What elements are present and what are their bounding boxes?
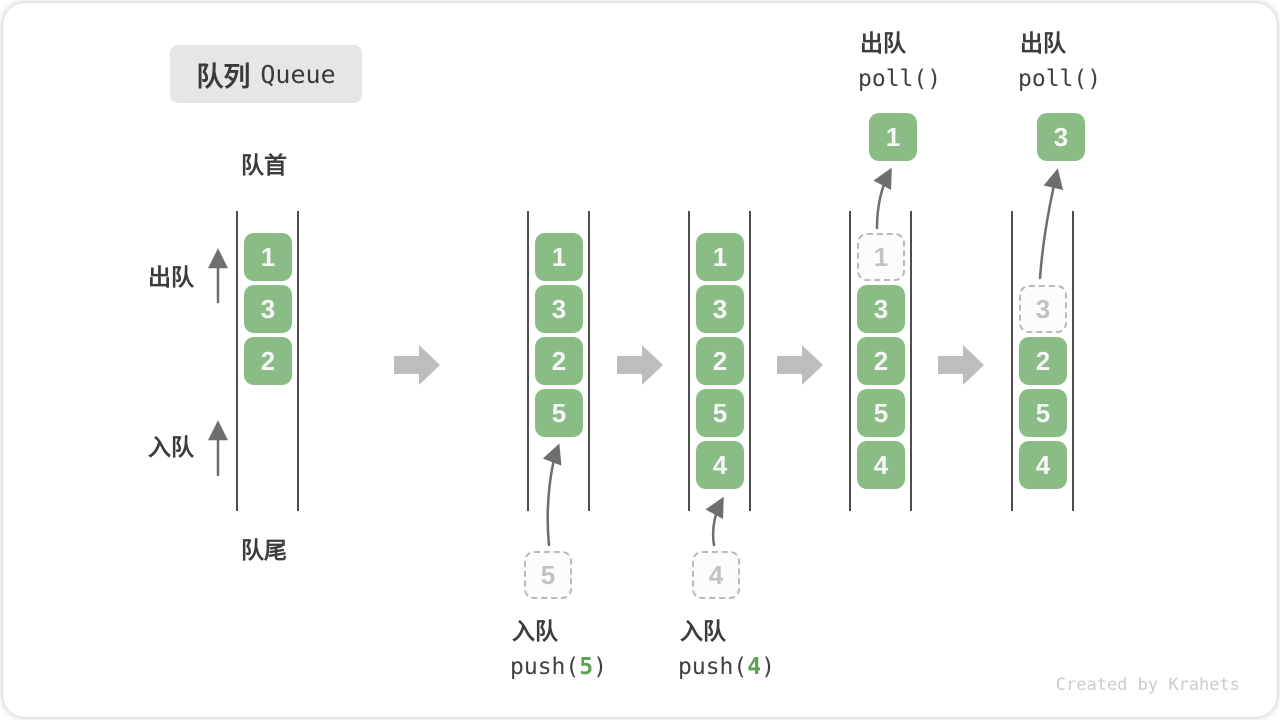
queue-cell: 2	[696, 337, 744, 385]
rail-right	[297, 211, 299, 511]
queue-cell: 5	[535, 389, 583, 437]
queue-cell: 1	[696, 233, 744, 281]
rail-right	[910, 211, 912, 511]
polled-cell: 1	[869, 113, 917, 161]
queue-cell: 5	[1019, 389, 1067, 437]
rail-left	[688, 211, 690, 511]
queue-cell: 1	[535, 233, 583, 281]
dequeue-op-label: 出队	[860, 30, 906, 56]
polled-cell: 3	[1037, 113, 1085, 161]
watermark: Created by Krahets	[1055, 675, 1240, 695]
title-zh: 队列	[196, 61, 251, 92]
dequeue-op-label: 出队	[1020, 30, 1066, 56]
dequeue-op-code: poll()	[1018, 66, 1102, 92]
removed-slot-cell: 3	[1019, 285, 1067, 333]
rear-label: 队尾	[241, 537, 287, 563]
rail-left	[849, 211, 851, 511]
enqueue-side-label: 入队	[148, 434, 194, 460]
rail-right	[749, 211, 751, 511]
title-badge: 队列 Queue	[170, 45, 362, 103]
title-en: Queue	[260, 59, 336, 89]
dequeue-side-label: 出队	[148, 264, 194, 290]
dequeue-op-code: poll()	[858, 66, 942, 92]
diagram-card	[3, 3, 1277, 717]
queue-cell: 5	[696, 389, 744, 437]
removed-slot-cell: 1	[857, 233, 905, 281]
queue-cell: 4	[857, 441, 905, 489]
rail-right	[588, 211, 590, 511]
queue-cell: 2	[535, 337, 583, 385]
code-suffix: )	[761, 654, 775, 680]
queue-cell: 2	[1019, 337, 1067, 385]
queue-cell: 4	[1019, 441, 1067, 489]
front-label: 队首	[241, 152, 287, 178]
queue-cell: 2	[244, 337, 292, 385]
code-arg: 4	[747, 654, 762, 680]
queue-cell: 1	[244, 233, 292, 281]
queue-cell: 3	[244, 285, 292, 333]
queue-cell: 4	[696, 441, 744, 489]
queue-cell: 3	[696, 285, 744, 333]
queue-cell: 2	[857, 337, 905, 385]
code-prefix: push(	[510, 654, 580, 680]
rail-left	[236, 211, 238, 511]
code-suffix: )	[593, 654, 607, 680]
rail-left	[527, 211, 529, 511]
code-prefix: push(	[678, 654, 748, 680]
incoming-cell: 5	[524, 551, 572, 599]
queue-cell: 5	[857, 389, 905, 437]
code-arg: 5	[579, 654, 594, 680]
enqueue-op-code: push(4)	[678, 654, 775, 682]
rail-right	[1072, 211, 1074, 511]
queue-cell: 3	[535, 285, 583, 333]
enqueue-op-code: push(5)	[510, 654, 607, 682]
queue-cell: 3	[857, 285, 905, 333]
enqueue-op-label: 入队	[680, 618, 726, 644]
enqueue-op-label: 入队	[512, 618, 558, 644]
rail-left	[1011, 211, 1013, 511]
incoming-cell: 4	[692, 551, 740, 599]
